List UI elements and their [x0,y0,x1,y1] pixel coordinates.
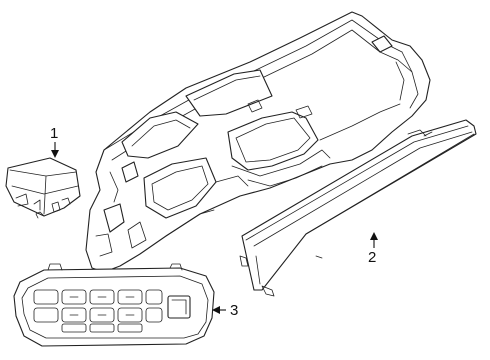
dashboard-panel [85,11,431,273]
hazard-button [167,295,191,319]
callout-label-1: 1 [50,125,58,142]
callout-1: 1 [50,125,59,158]
button-grid [33,289,163,333]
callout-3: 3 [212,302,238,319]
callout-2: 2 [368,232,378,266]
module-1 [5,157,81,219]
callout-label-2: 2 [368,249,376,266]
callout-label-3: 3 [230,302,238,319]
instrument-cluster-display [239,119,477,297]
control-panel [13,263,215,347]
